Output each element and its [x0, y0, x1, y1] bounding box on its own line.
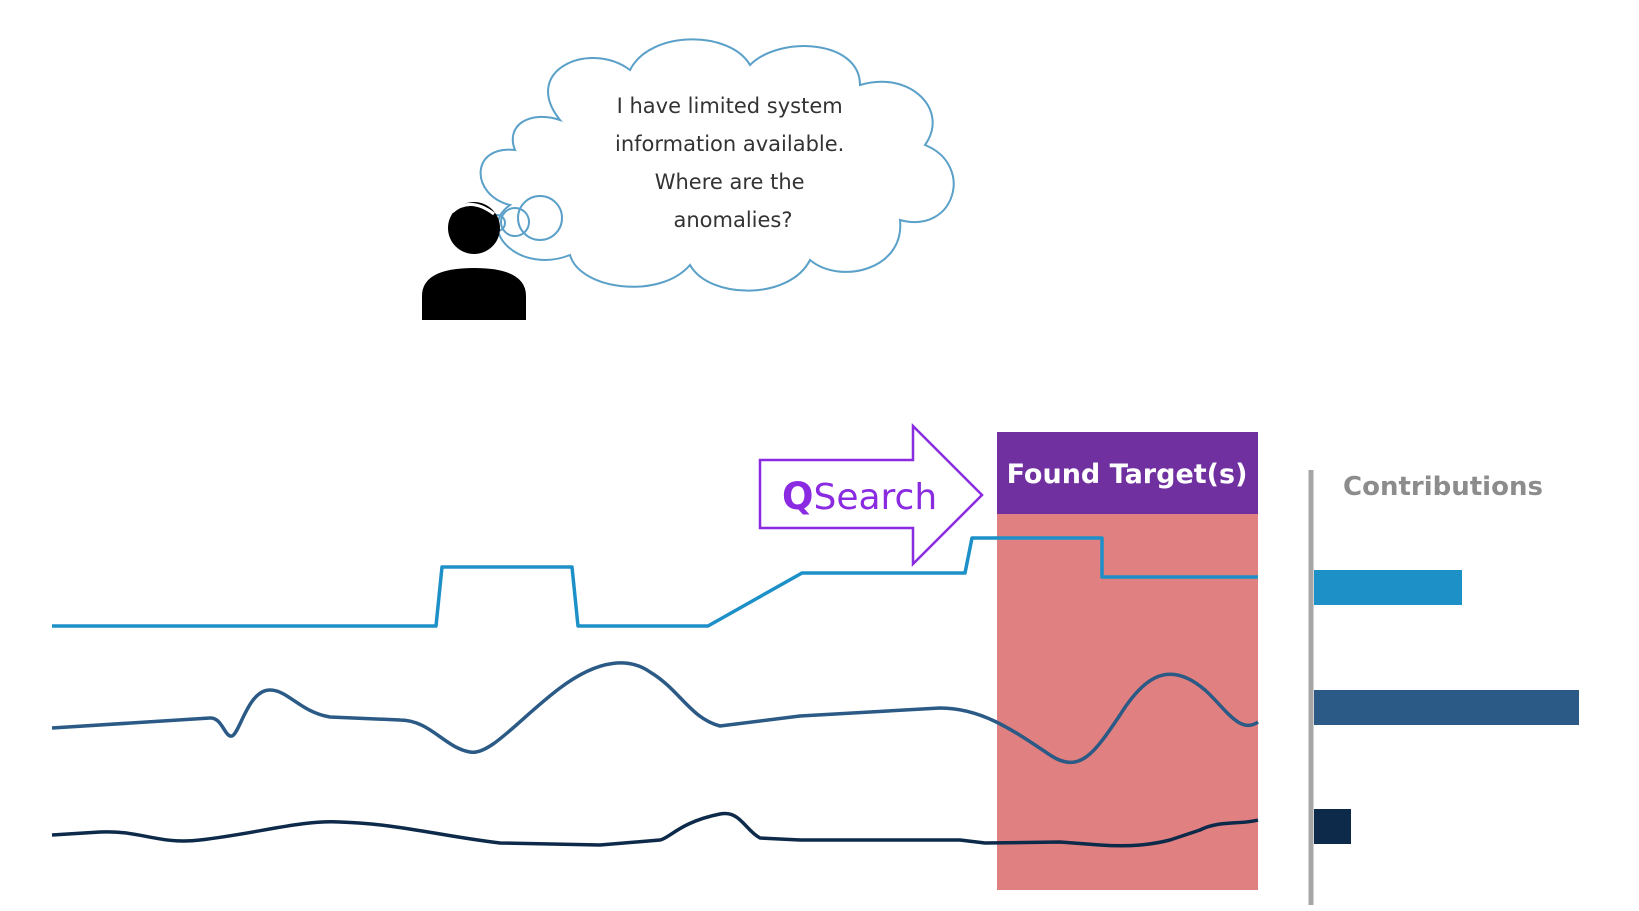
contribution-bar-3 [1314, 809, 1351, 844]
thought-line-3: Where are the [655, 170, 805, 194]
right-arrow-icon [758, 422, 984, 568]
thought-text: I have limited system information availa… [615, 94, 851, 232]
thought-line-2: information available. [615, 132, 844, 156]
contributions-title: Contributions [1343, 472, 1543, 502]
contribution-bar-1 [1314, 570, 1462, 605]
thought-line-1: I have limited system [617, 94, 843, 118]
person-thinking-icon [422, 202, 526, 320]
target-header [997, 432, 1258, 514]
qsearch-q: Q [782, 475, 813, 518]
qsearch-rest: Search [813, 477, 937, 518]
thought-line-4: anomalies? [673, 208, 792, 232]
thought-cloud-icon [479, 38, 955, 292]
target-label: Found Target(s) [1007, 459, 1248, 490]
qsearch-label: QSearch [782, 475, 937, 518]
signal-line-1 [52, 536, 1258, 628]
signal-line-3 [51, 811, 1259, 848]
signal-line-2 [51, 661, 1260, 765]
contribution-bar-2 [1314, 690, 1579, 725]
